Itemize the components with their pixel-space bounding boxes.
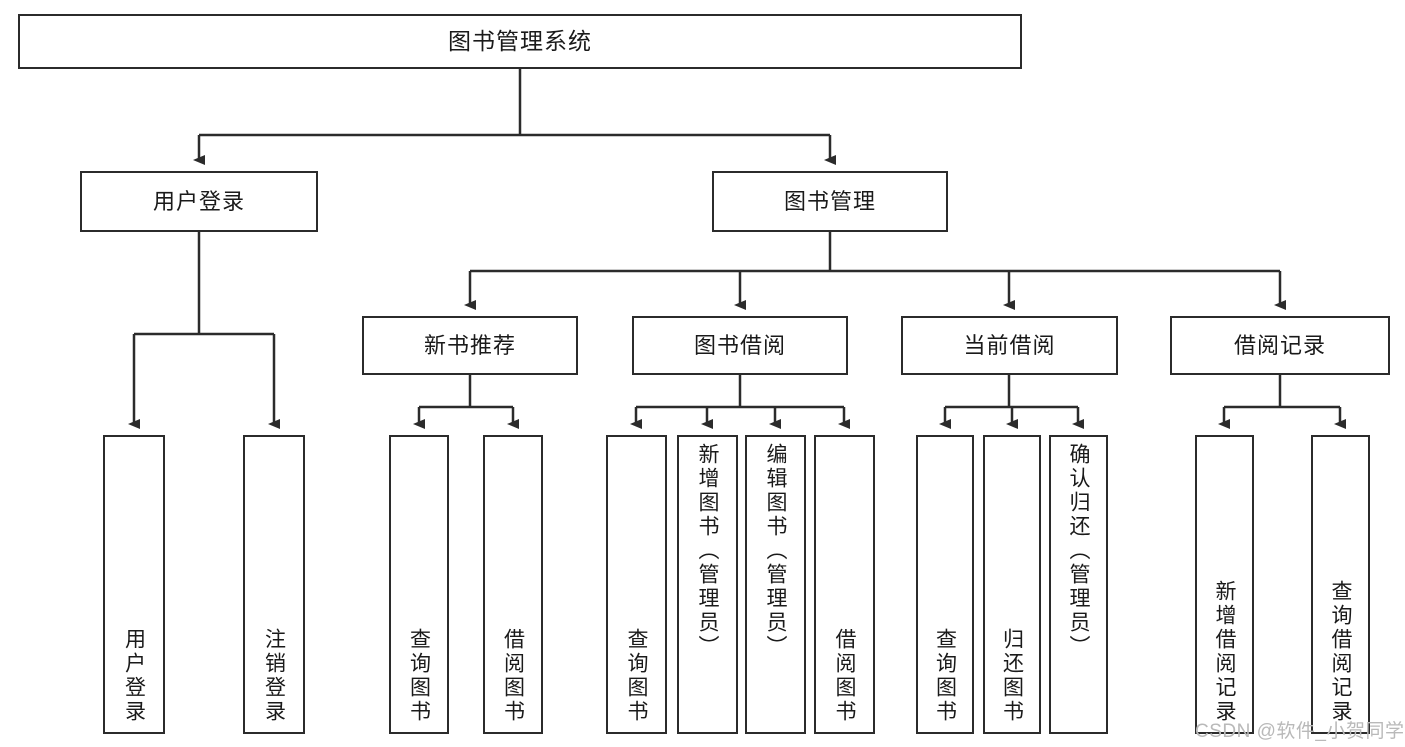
node-borrow-record-label: 借阅记录 (1233, 332, 1326, 358)
node-leaf-logout[interactable]: 注销登录 (243, 435, 305, 734)
node-leaf-query-book-1-label: 查询图书 (407, 628, 431, 724)
node-leaf-add-record[interactable]: 新增借阅记录 (1195, 435, 1254, 734)
node-leaf-query-book-2-label: 查询图书 (625, 628, 648, 724)
node-leaf-add-record-label: 新增借阅记录 (1213, 580, 1236, 724)
node-leaf-edit-book-label: 编辑图书（管理员） (764, 443, 787, 659)
watermark-text: CSDN @软件_小贺同学 (1195, 721, 1405, 742)
node-leaf-add-book-label: 新增图书（管理员） (696, 443, 719, 659)
node-leaf-query-record-label: 查询借阅记录 (1329, 580, 1352, 724)
node-current-borrow-label: 当前借阅 (963, 332, 1056, 358)
node-book-borrow-label: 图书借阅 (693, 332, 786, 358)
node-book-manage[interactable]: 图书管理 (712, 171, 948, 232)
node-leaf-borrow-book-2-label: 借阅图书 (833, 628, 856, 724)
node-leaf-edit-book[interactable]: 编辑图书（管理员） (745, 435, 806, 734)
node-book-borrow[interactable]: 图书借阅 (632, 316, 848, 375)
node-user-login-label: 用户登录 (152, 188, 245, 214)
node-leaf-user-login-label: 用户登录 (122, 628, 146, 724)
node-book-manage-label: 图书管理 (783, 188, 876, 214)
node-leaf-query-record[interactable]: 查询借阅记录 (1311, 435, 1370, 734)
node-leaf-query-book-1[interactable]: 查询图书 (389, 435, 449, 734)
node-borrow-record[interactable]: 借阅记录 (1170, 316, 1390, 375)
node-leaf-confirm-return[interactable]: 确认归还（管理员） (1049, 435, 1108, 734)
node-new-book-rec-label: 新书推荐 (423, 332, 516, 358)
node-new-book-rec[interactable]: 新书推荐 (362, 316, 578, 375)
node-current-borrow[interactable]: 当前借阅 (901, 316, 1118, 375)
node-leaf-confirm-return-label: 确认归还（管理员） (1067, 443, 1090, 659)
node-leaf-add-book[interactable]: 新增图书（管理员） (677, 435, 738, 734)
node-leaf-query-book-2[interactable]: 查询图书 (606, 435, 667, 734)
node-leaf-return-book[interactable]: 归还图书 (983, 435, 1041, 734)
node-leaf-return-book-label: 归还图书 (1000, 628, 1024, 724)
node-leaf-user-login[interactable]: 用户登录 (103, 435, 165, 734)
node-leaf-borrow-book-2[interactable]: 借阅图书 (814, 435, 875, 734)
node-root[interactable]: 图书管理系统 (18, 14, 1022, 69)
node-leaf-query-book-3-label: 查询图书 (933, 628, 957, 724)
node-user-login[interactable]: 用户登录 (80, 171, 318, 232)
node-root-label: 图书管理系统 (448, 28, 592, 55)
node-leaf-logout-label: 注销登录 (262, 628, 286, 724)
node-leaf-borrow-book-1[interactable]: 借阅图书 (483, 435, 543, 734)
node-leaf-borrow-book-1-label: 借阅图书 (501, 628, 525, 724)
node-leaf-query-book-3[interactable]: 查询图书 (916, 435, 974, 734)
